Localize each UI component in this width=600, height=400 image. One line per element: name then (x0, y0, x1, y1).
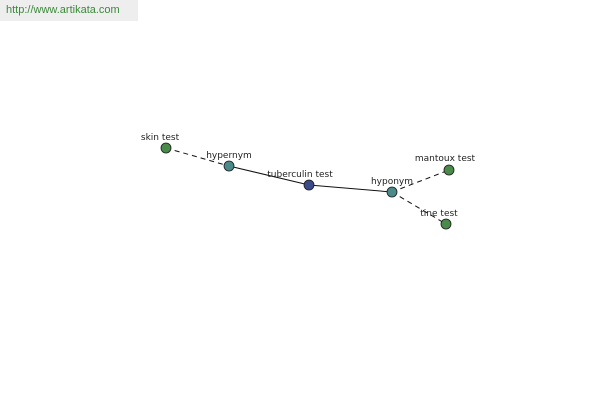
node-dot-hypernym[interactable] (223, 160, 235, 172)
node-dot-skin-test[interactable] (160, 142, 172, 154)
edge-hyponym-tine-test (391, 191, 447, 225)
node-dot-tuberculin-test[interactable] (303, 179, 315, 191)
node-dot-mantoux-test[interactable] (443, 164, 455, 176)
edge-hypernym-tuberculin-test (228, 165, 310, 186)
url-text[interactable]: http://www.artikata.com (6, 4, 120, 16)
edge-tuberculin-test-hyponym (308, 184, 393, 193)
node-hypernym[interactable]: hypernym (206, 151, 252, 172)
node-dot-tine-test[interactable] (440, 218, 452, 230)
node-label-skin-test[interactable]: skin test (141, 133, 180, 143)
edge-skin-test-hypernym (165, 147, 230, 167)
graph-edges (165, 147, 450, 225)
node-hyponym[interactable]: hyponym (371, 177, 413, 198)
node-label-mantoux-test[interactable]: mantoux test (415, 154, 476, 164)
node-tine-test[interactable]: tine test (420, 209, 458, 230)
node-label-hyponym[interactable]: hyponym (371, 177, 413, 187)
graph-nodes: skin test hypernym tuberculin test hyponym m… (141, 133, 476, 230)
node-label-tine-test[interactable]: tine test (420, 209, 458, 219)
node-label-hypernym[interactable]: hypernym (206, 151, 252, 161)
node-dot-hyponym[interactable] (386, 186, 398, 198)
node-tuberculin-test[interactable]: tuberculin test (267, 170, 333, 191)
url-banner[interactable]: http://www.artikata.com (0, 0, 138, 21)
node-label-tuberculin-test[interactable]: tuberculin test (267, 170, 333, 180)
node-skin-test[interactable]: skin test (141, 133, 180, 154)
node-mantoux-test[interactable]: mantoux test (415, 154, 476, 176)
edge-hyponym-mantoux-test (391, 169, 450, 193)
